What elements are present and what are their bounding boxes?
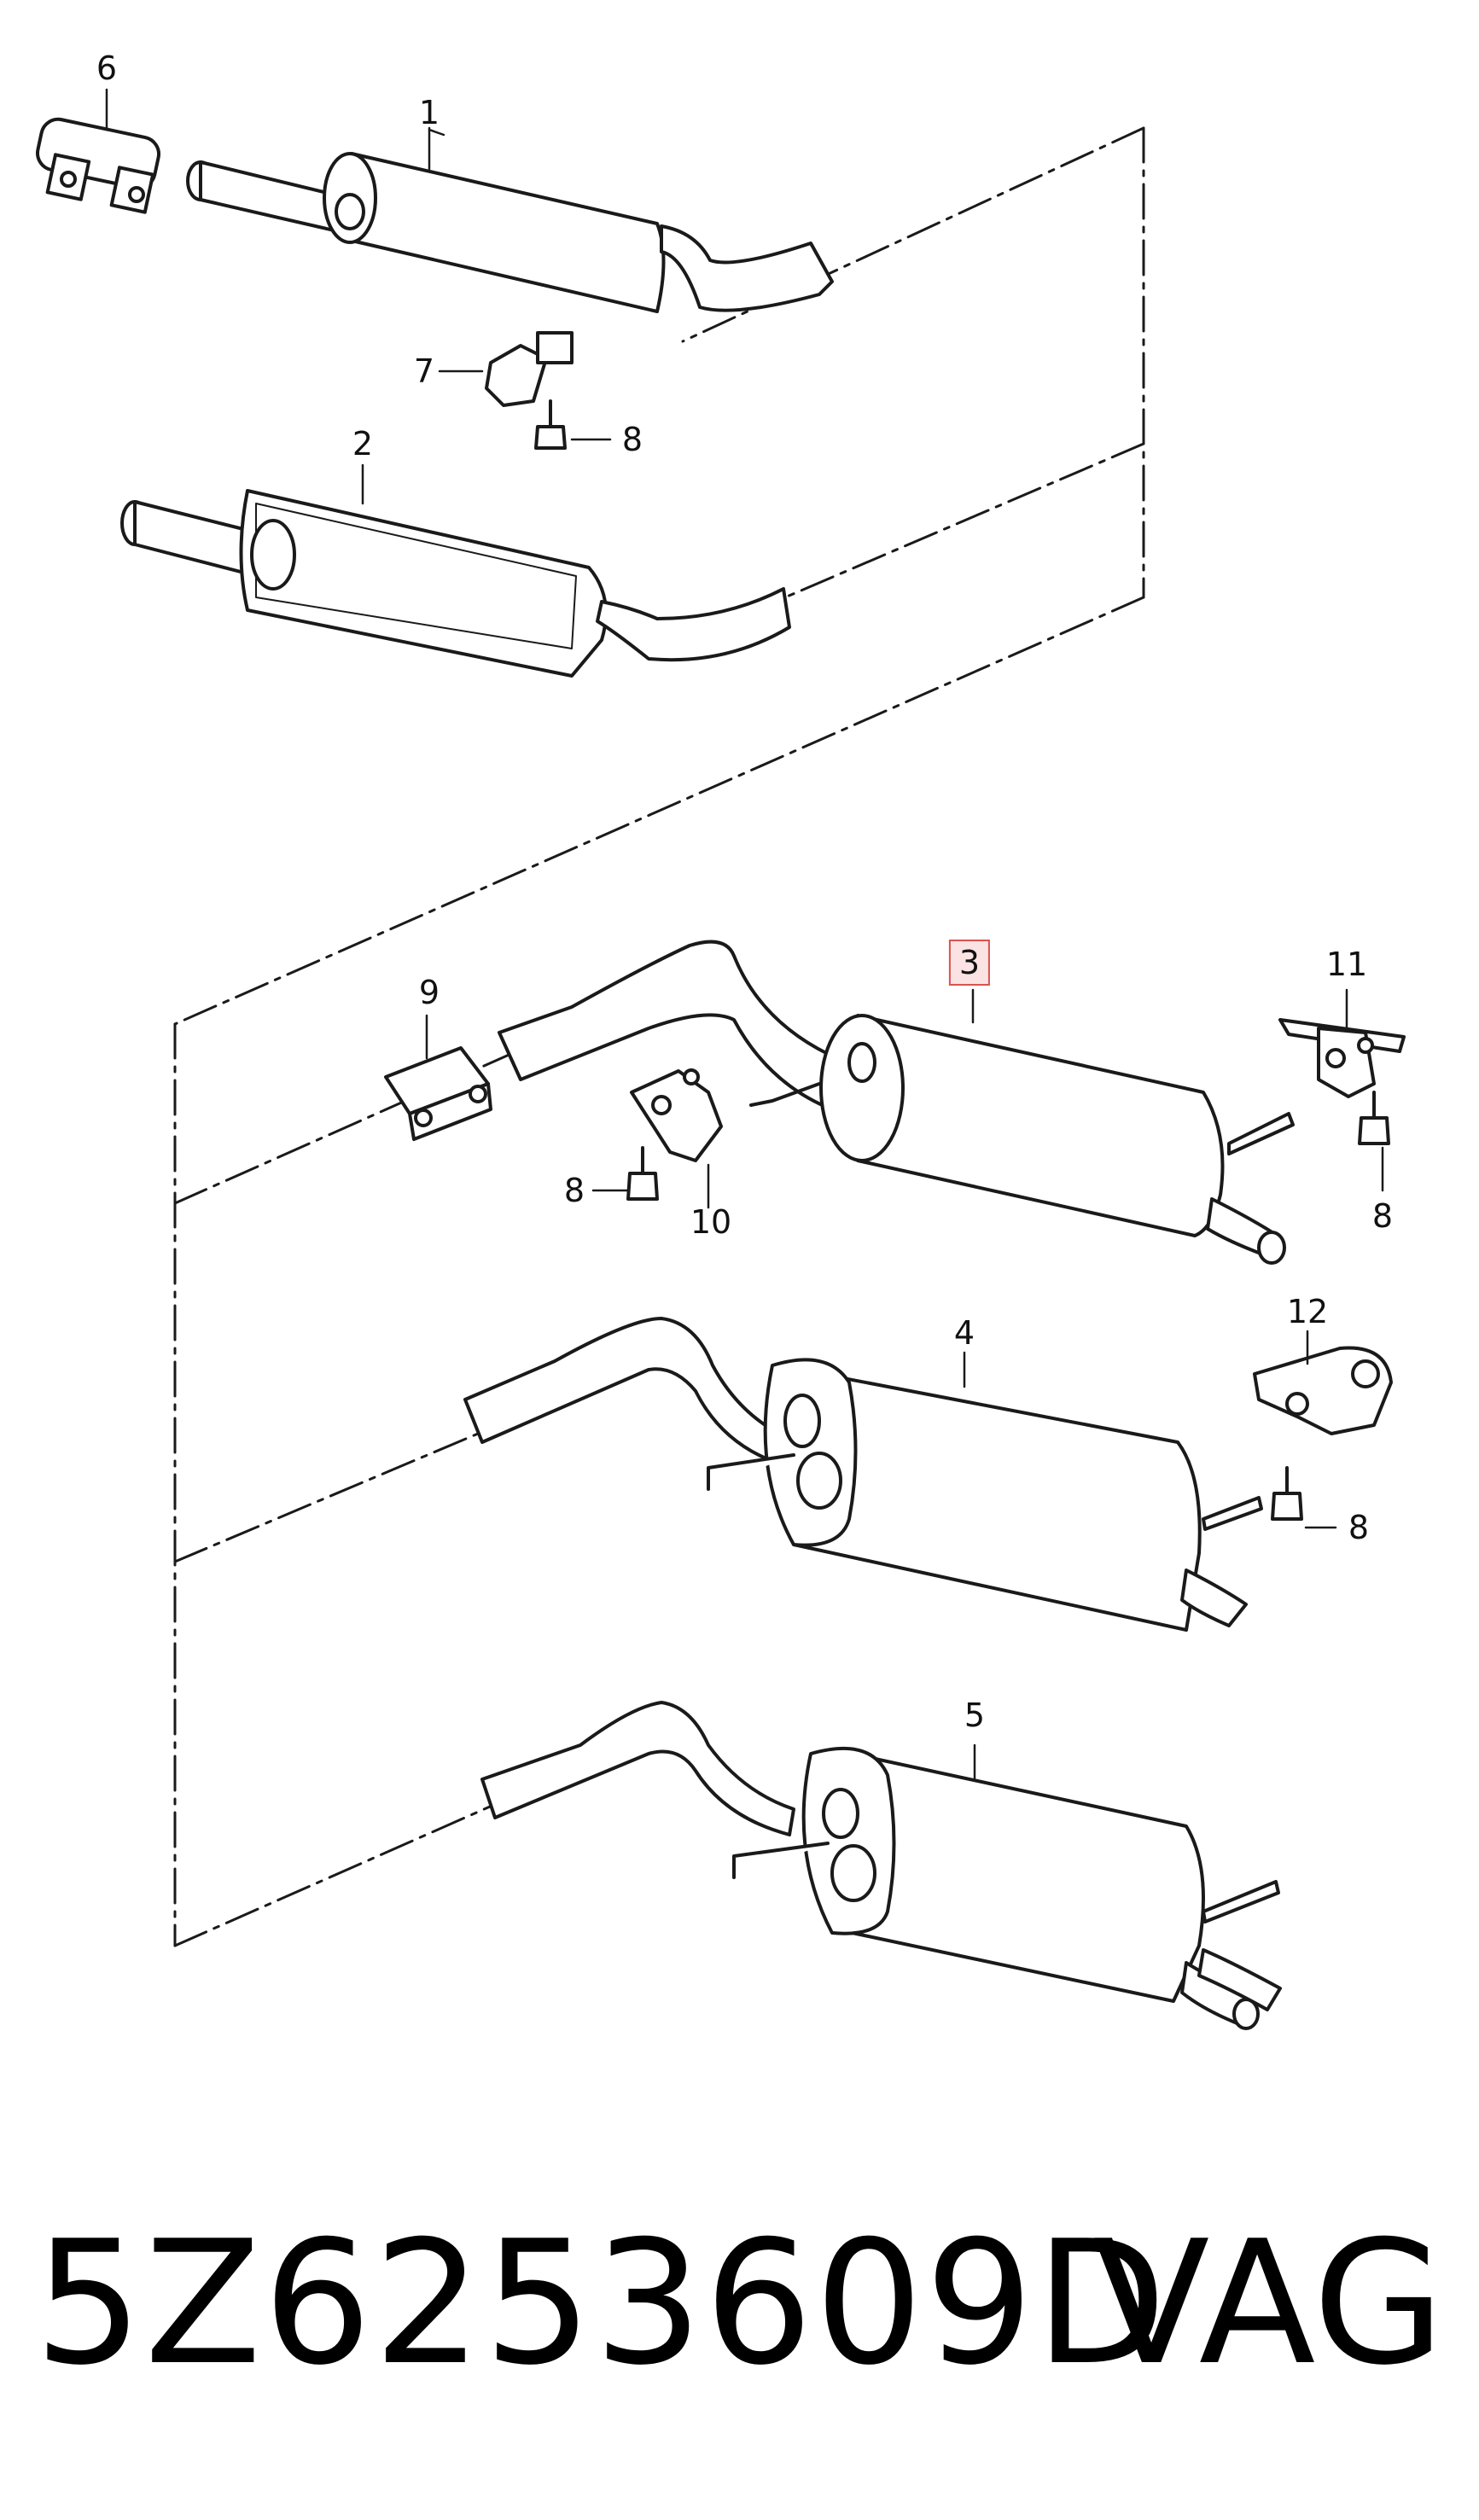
- leader-lines: [105, 88, 1384, 1781]
- callout-5: 5: [964, 1696, 986, 1734]
- bolt-8-right-lower: [1271, 1466, 1303, 1521]
- callout-8-right-lower: 8: [1348, 1509, 1370, 1546]
- bolt-8-upper: [534, 399, 567, 450]
- callout-2: 2: [352, 425, 374, 463]
- front-muffler-1: [186, 152, 834, 313]
- bolt-8-right-upper: [1358, 1091, 1390, 1145]
- group-boundary-lines: [173, 126, 1145, 1947]
- bracket-12: [1253, 1346, 1393, 1435]
- callout-10: 10: [690, 1203, 732, 1241]
- part-number: 5Z6253609D: [34, 2204, 1168, 2403]
- callout-12: 12: [1286, 1293, 1329, 1330]
- callout-11: 11: [1325, 946, 1368, 983]
- callout-3: 3: [948, 940, 991, 986]
- hanger-10: [630, 1068, 723, 1162]
- callout-1: 1: [418, 94, 440, 131]
- callout-8-right-upper: 8: [1371, 1197, 1394, 1235]
- callout-7: 7: [413, 352, 435, 390]
- bolt-8-left: [626, 1146, 659, 1201]
- callout-8-upper: 8: [621, 421, 643, 458]
- rear-silencer-5: [480, 1701, 1282, 2030]
- clamp-6: [36, 117, 160, 214]
- brand-label: VAG: [1092, 2204, 1445, 2403]
- callout-4: 4: [953, 1314, 975, 1352]
- middle-muffler-2: [120, 489, 791, 678]
- hanger-clamp-7: [485, 331, 574, 407]
- clamp-9: [384, 1046, 492, 1141]
- callout-9: 9: [418, 974, 440, 1011]
- rear-silencer-4: [463, 1317, 1263, 1632]
- callout-6: 6: [96, 49, 118, 87]
- rear-silencer-3: [498, 940, 1295, 1265]
- exhaust-system-diagram: [36, 88, 1406, 2030]
- bracket-11: [1278, 1018, 1406, 1098]
- callout-8-left: 8: [563, 1172, 585, 1209]
